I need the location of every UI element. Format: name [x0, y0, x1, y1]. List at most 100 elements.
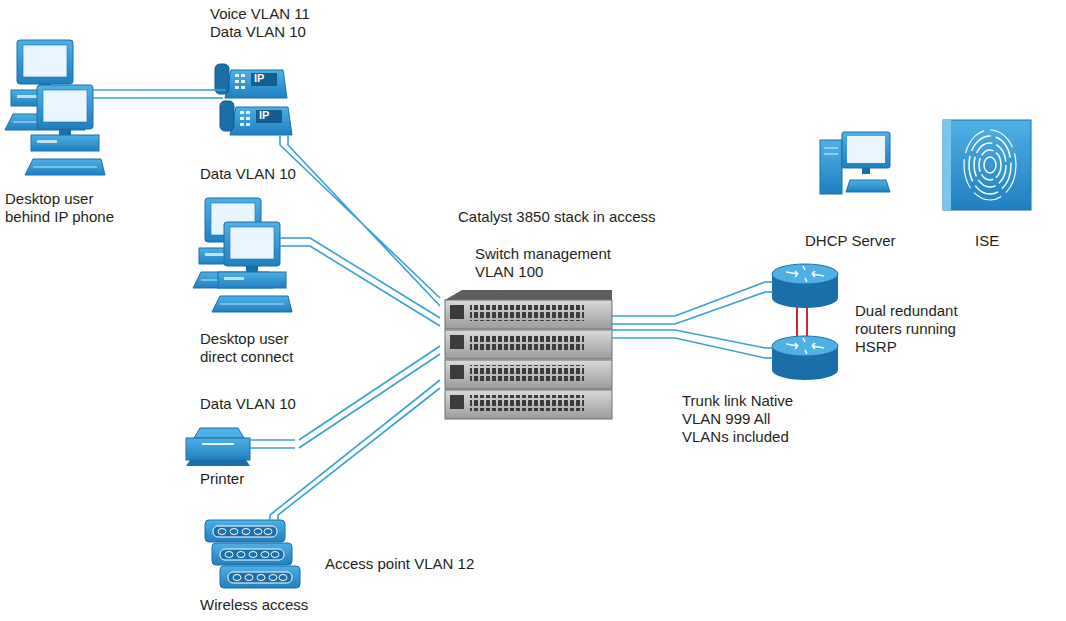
cable-stubs-part [765, 347, 773, 349]
device-heading: Data VLAN 10 [200, 395, 296, 413]
ise-appliance-icon [943, 120, 1031, 210]
cable-stubs-part [612, 337, 675, 339]
dhcp-server-icon-part [820, 140, 842, 194]
switch-stack-part [445, 330, 612, 359]
access-point-stack-part [220, 566, 300, 588]
hsrp-link [797, 306, 807, 340]
cable-stubs-part [280, 237, 310, 239]
dhcp-server-icon-part [824, 148, 838, 149]
ise-appliance-icon-part [964, 130, 1016, 200]
access-point-stack [205, 520, 300, 588]
cable-stubs-part [765, 357, 773, 359]
ise-appliance: ISE [940, 118, 1035, 252]
cable-stubs-part [612, 329, 675, 331]
printer-icon [186, 428, 250, 466]
cable-stubs-part [250, 447, 295, 449]
desktop-direct: Data VLAN 10 Desktop user direct connect [190, 160, 310, 385]
dhcp-server-icon-part [846, 180, 890, 192]
cable-stubs-part [612, 315, 675, 317]
device-caption: Voice VLAN 11 Data VLAN 10 [210, 5, 318, 41]
switch-stack-part [450, 395, 464, 409]
cable-stubs-part [279, 136, 281, 145]
cable-stubs-part [250, 439, 295, 441]
router-pair: Dual redundant routers running HSRP [765, 262, 985, 384]
access-point-stack-part [212, 543, 292, 565]
printer-icon-part [202, 443, 234, 445]
device-caption: Switch management VLAN 100 [475, 245, 625, 281]
cable-stubs-part [765, 281, 773, 283]
cable-stubs-part [205, 89, 226, 91]
printer-icon-part [186, 438, 250, 460]
dhcp-server-icon-part [862, 168, 870, 174]
desktop-pair-direct [193, 198, 292, 312]
device-caption: ISE [975, 232, 999, 250]
router-pair-part [772, 264, 838, 308]
access-point-stack-part [205, 520, 285, 542]
link-label: Trunk link Native VLAN 999 All VLANs inc… [682, 392, 817, 446]
switch-stack [445, 290, 612, 419]
network-cable [675, 282, 765, 358]
switch-stack-part [470, 305, 584, 321]
network-cable [310, 238, 440, 326]
ip-phone-pair [215, 64, 292, 135]
hsrp-link-part [796, 306, 798, 340]
desktop-pair-behind-phone [5, 40, 105, 175]
switch-stack-part [470, 395, 584, 411]
ip-phone-pair-part [215, 64, 287, 98]
ise-appliance-icon-part [969, 136, 1011, 194]
switch-stack-part [450, 305, 464, 319]
device-heading: Data VLAN 10 [200, 165, 296, 183]
device-heading: Access point VLAN 12 [325, 555, 474, 573]
router-pair [772, 264, 838, 380]
cable-stubs-part [269, 515, 271, 520]
cable-stubs-part [287, 136, 289, 145]
switch-stack-part [445, 360, 612, 389]
network-cable [135, 90, 205, 98]
dhcp-server-icon [820, 132, 890, 194]
desktop-behind-phone: Desktop user behind IP phone [0, 40, 135, 250]
dhcp-server-icon-part [847, 136, 885, 163]
network-cable [280, 145, 440, 306]
switch-stack: Catalyst 3850 stack in accessSwitch mana… [440, 205, 675, 423]
access-point: Access point VLAN 12 Wireless access [195, 515, 477, 617]
dhcp-server-icon-part [842, 132, 890, 168]
cable-stubs-part [277, 515, 279, 520]
device-caption: DHCP Server [805, 232, 896, 250]
desktop-pair-direct-part [212, 222, 292, 312]
phone-badge: IP [254, 72, 264, 85]
switch-stack-part [445, 300, 612, 329]
device-caption: Dual redundant routers running HSRP [855, 302, 980, 356]
dhcp-server: DHCP Server [800, 125, 905, 255]
switch-stack-part [450, 365, 464, 379]
ise-appliance-icon-part [974, 143, 1006, 187]
dhcp-server-icon-part [824, 154, 838, 155]
printer-icon-part [194, 428, 244, 438]
switch-stack-part [445, 290, 612, 300]
cable-stubs-part [93, 97, 135, 99]
cable-stubs-part [93, 89, 135, 91]
switch-stack-part [470, 335, 584, 351]
device-caption: Desktop user direct connect [200, 330, 305, 366]
ip-phone-pair-part [220, 101, 292, 135]
cable-stubs-part [205, 97, 223, 99]
printer: Data VLAN 10 Printer [185, 392, 299, 492]
device-caption: Printer [200, 470, 244, 488]
cable-stubs [93, 90, 773, 520]
router-pair-part [772, 336, 838, 380]
cable-stubs-part [280, 245, 310, 247]
printer-icon-part [186, 460, 250, 466]
ise-appliance-icon-part [984, 157, 996, 173]
switch-stack-part [450, 335, 464, 349]
cable-stubs-part [612, 323, 675, 325]
device-caption: Desktop user behind IP phone [5, 190, 130, 226]
phone-badge: IP [259, 109, 269, 122]
switch-stack-part [445, 390, 612, 419]
ise-appliance-icon-part [979, 150, 1001, 180]
device-caption: Wireless access [200, 596, 308, 614]
hsrp-link-part [806, 306, 808, 340]
switch-stack-part [470, 365, 584, 381]
cable-stubs-part [765, 291, 773, 293]
device-heading: Catalyst 3850 stack in access [458, 208, 656, 226]
ise-appliance-icon-part [943, 120, 1031, 210]
